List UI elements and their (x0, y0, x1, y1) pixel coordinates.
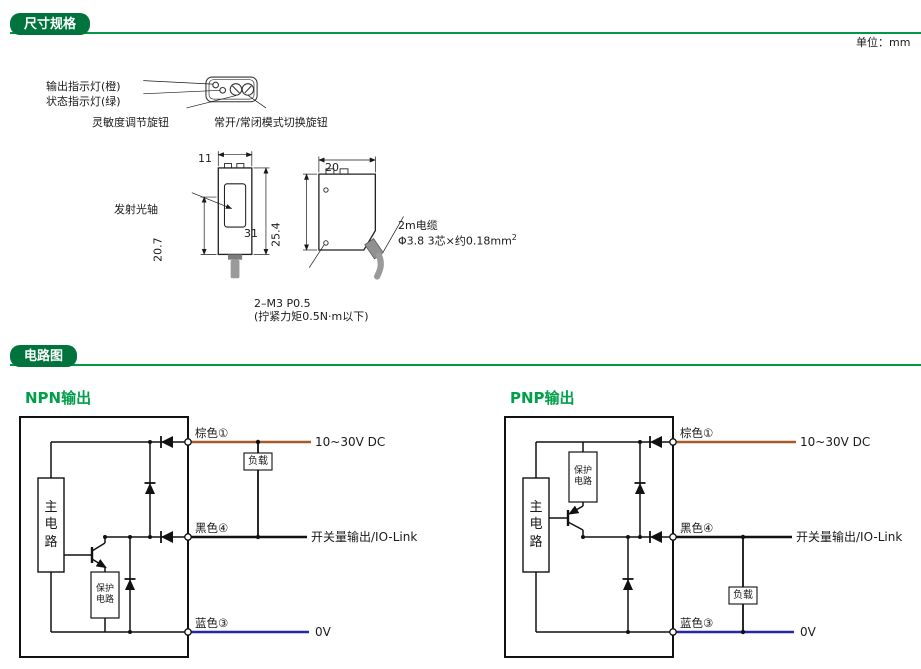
npn-ground-terminal-label: 0V (315, 625, 331, 639)
cable-front (230, 259, 240, 279)
pnp-emitter-arrow (568, 505, 584, 515)
cable-note-text: Φ3.8 3芯×约0.18mm (398, 234, 512, 248)
npn-main-circuit-label: 主电路 (44, 499, 58, 550)
cable-note-leader (382, 216, 404, 252)
screw-note-line1: 2–M3 P0.5 (254, 297, 311, 310)
cable-note-sup: 2 (511, 233, 517, 242)
dimension-drawings-svg (143, 76, 404, 280)
npn-main-circuit-label-box: 主电路 (38, 478, 64, 572)
pnp-load-label: 负载 (733, 590, 753, 601)
pnp-protection-label: 保护电路 (573, 465, 592, 487)
pnp-load-box (728, 586, 758, 605)
npn-protection-label: 保护电路 (95, 583, 114, 605)
npn-output-terminal-label: 开关量输出/IO-Link (311, 530, 418, 544)
sensor-side-view (318, 168, 384, 280)
unit-label: 单位：mm (856, 36, 911, 49)
dim-front-height: 31 (244, 227, 258, 240)
npn-load-label: 负载 (248, 456, 268, 467)
lens-window (223, 183, 247, 228)
top-view-leader-lines (143, 80, 267, 109)
section-rule-dimensions (10, 32, 921, 34)
npn-black-wire-label: 黑色④ (195, 521, 229, 535)
npn-diode-bars (124, 436, 162, 580)
npn-main-circuit-box (37, 477, 65, 573)
pnp-black-wire-label: 黑色④ (680, 521, 714, 535)
screw-note-leader (308, 244, 325, 268)
npn-power-terminal-label: 10~30V DC (315, 435, 386, 449)
pnp-diodes (581, 436, 662, 634)
pnp-ground-terminal-label: 0V (800, 625, 816, 639)
status-indicator-label: 状态指示灯(绿) (46, 95, 121, 108)
pnp-protection-box (568, 451, 598, 503)
cable-collar (228, 254, 243, 260)
output-led (212, 81, 220, 89)
screw-note-line2: (拧紧力矩0.5N·m以下) (254, 310, 369, 323)
pnp-blue-wire-label: 蓝色③ (680, 616, 714, 630)
pnp-main-circuit-label-box: 主电路 (523, 478, 549, 572)
pnp-protection-label-box: 保护电路 (569, 452, 597, 502)
section-header-circuit: 电路图 (10, 345, 78, 367)
npn-circuit-svg (19, 416, 311, 658)
section-rule-circuit (10, 364, 921, 366)
sensitivity-knob-label: 灵敏度调节旋钮 (92, 116, 169, 129)
dim-side-width: 20 (325, 161, 339, 174)
pnp-main-circuit-box (522, 477, 550, 573)
emitter-axis-arrow (191, 192, 233, 209)
dim-axis-to-bottom: 20.7 (151, 237, 165, 262)
npn-blue-wire-label: 蓝色③ (195, 616, 229, 630)
sensor-top-view (205, 76, 258, 103)
cable-note-line1: 2m电缆 (398, 219, 438, 232)
pnp-main-circuit-label: 主电路 (529, 499, 543, 550)
cable-side (374, 252, 384, 280)
npn-protection-box (90, 571, 120, 619)
mode-switch-label: 常开/常闭模式切换旋钮 (214, 116, 328, 129)
pnp-terminals (669, 438, 677, 636)
front-view-dimension-lines (191, 151, 270, 256)
npn-brown-wire-label: 棕色① (195, 426, 229, 440)
cable-note-line2: Φ3.8 3芯×约0.18mm2 (398, 233, 517, 248)
pnp-diode-bars (622, 436, 651, 580)
mounting-hole-top (323, 187, 329, 193)
npn-protection-label-box: 保护电路 (91, 572, 119, 618)
emitter-axis-label: 发射光轴 (114, 203, 158, 216)
pnp-title: PNP输出 (510, 389, 575, 407)
npn-emitter-arrow (91, 558, 107, 569)
pnp-output-terminal-label: 开关量输出/IO-Link (796, 530, 903, 544)
section-header-dimensions: 尺寸规格 (10, 13, 91, 35)
npn-load-box (243, 452, 273, 471)
side-view-dimension-lines (303, 156, 404, 268)
pnp-brown-wire-label: 棕色① (680, 426, 714, 440)
npn-diodes (103, 436, 173, 634)
sensor-front-view (217, 163, 253, 279)
npn-terminals (184, 438, 192, 636)
dim-side-height: 25.4 (269, 222, 283, 247)
mode-switch-knob (241, 83, 255, 96)
pnp-circuit: 主电路 保护电路 负载 棕色① 黑色④ 蓝色③ 10~30V DC 开关量输出/… (500, 410, 921, 665)
pnp-circuit-svg (504, 416, 796, 658)
dim-front-width: 11 (198, 152, 212, 165)
pnp-power-terminal-label: 10~30V DC (800, 435, 871, 449)
status-led (219, 86, 227, 94)
npn-title: NPN输出 (25, 389, 92, 407)
output-indicator-label: 输出指示灯(橙) (46, 80, 121, 93)
mounting-hole-bottom (323, 240, 329, 246)
npn-circuit: 主电路 保护电路 负载 棕色① 黑色④ 蓝色③ 10~30V DC 开关量输出/… (15, 410, 455, 665)
